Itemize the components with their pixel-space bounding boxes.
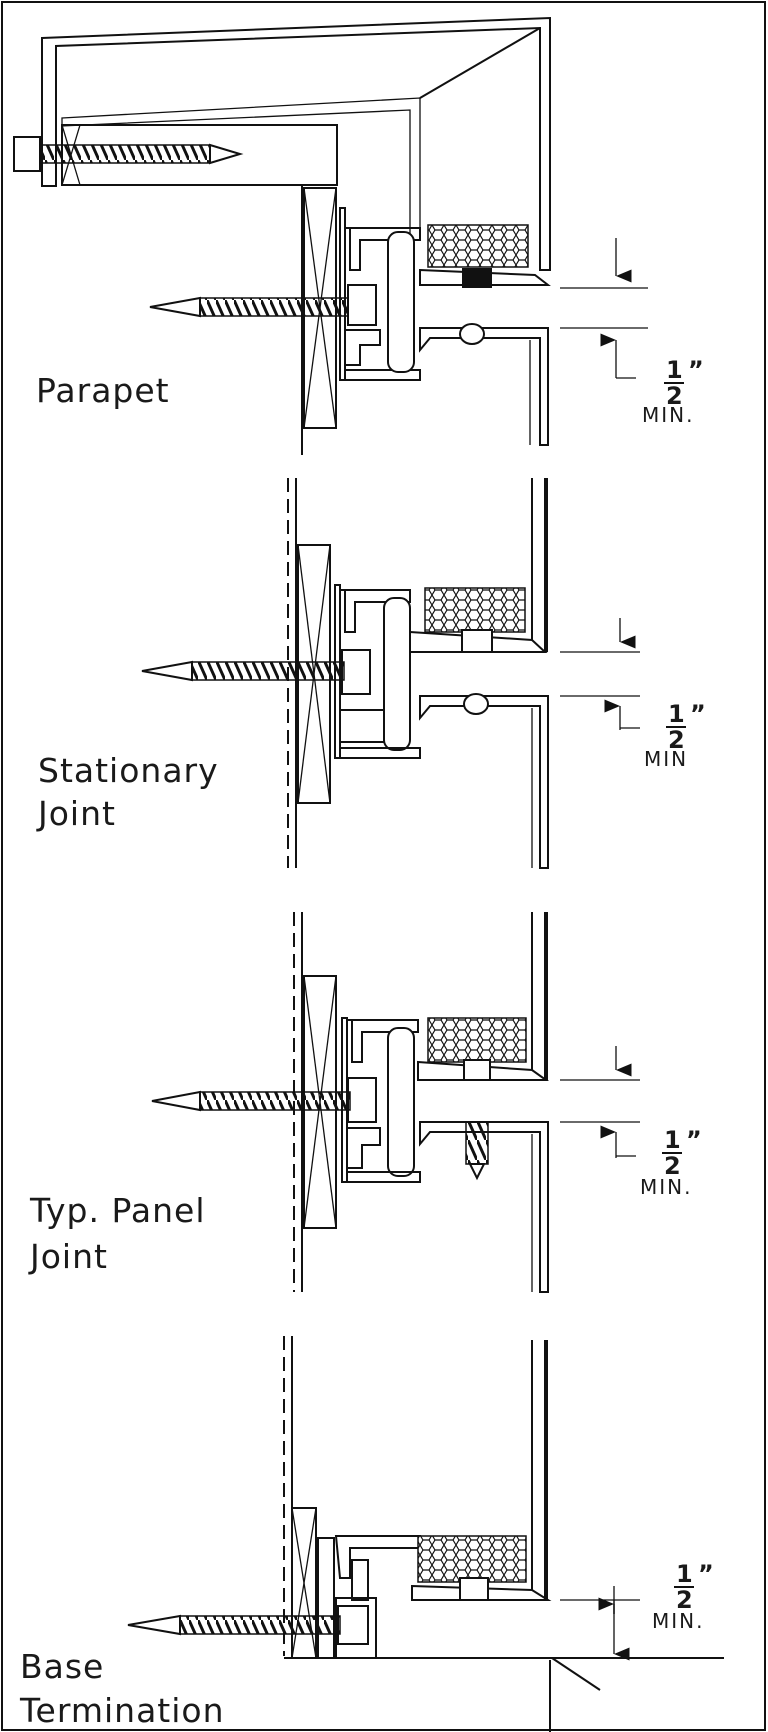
parapet-dim-den: 2 (666, 382, 683, 410)
stationary-label-line2: Joint (36, 794, 116, 833)
stationary-dim-inch: ” (690, 700, 706, 728)
parapet-label: Parapet (36, 371, 170, 410)
parapet-top-screw-head (13, 136, 41, 172)
parapet-top-screw (39, 144, 211, 164)
parapet-clip-upper (345, 227, 421, 271)
stationary-insulation (424, 587, 526, 633)
stationary-gasket (383, 597, 411, 751)
base-dim-inch: ” (698, 1560, 714, 1588)
typ-label-line1: Typ. Panel (29, 1191, 206, 1230)
stationary-panel-lower (419, 695, 549, 869)
typ-clip-upper (347, 1019, 419, 1063)
stationary-joint-detail (141, 478, 640, 869)
stationary-dim-num: 1 (668, 700, 685, 728)
base-dim-num: 1 (676, 1560, 693, 1588)
base-screw (179, 1615, 341, 1635)
typ-stitch-screw (465, 1121, 489, 1165)
parapet-coping-inner (61, 97, 421, 241)
parapet-insulation-upper (427, 224, 529, 268)
stationary-screw (191, 661, 345, 681)
stationary-clip-upper (340, 589, 411, 633)
parapet-screw (199, 297, 349, 317)
parapet-detail (13, 16, 648, 455)
stationary-dim-min: MIN (644, 747, 688, 771)
typ-dim-inch: ” (686, 1126, 702, 1154)
typ-screw (199, 1091, 351, 1111)
parapet-dim-min: MIN. (642, 403, 694, 427)
typ-dim-min: MIN. (640, 1175, 692, 1199)
parapet-gasket (387, 231, 415, 373)
parapet-panel-lower (419, 327, 549, 446)
parapet-dim-num: 1 (666, 356, 683, 384)
stationary-label-line1: Stationary (38, 751, 219, 790)
base-insulation (417, 1535, 527, 1583)
base-dim-den: 2 (676, 1586, 693, 1614)
typ-label-line2: Joint (28, 1237, 108, 1276)
parapet-dim-inch: ” (688, 356, 704, 384)
base-screw-head (337, 1605, 369, 1645)
base-label-line2: Termination (19, 1691, 225, 1730)
stationary-dim-den: 2 (668, 726, 685, 754)
base-dim-min: MIN. (652, 1609, 704, 1633)
typ-insulation (427, 1017, 527, 1063)
base-termination-detail (127, 1336, 724, 1732)
typ-gasket (387, 1027, 415, 1177)
typ-dim-num: 1 (664, 1126, 681, 1154)
base-clip (334, 1535, 421, 1579)
typ-panel-joint-detail (151, 912, 640, 1293)
base-label-line1: Base (20, 1647, 104, 1686)
typ-panel-lower (419, 1121, 549, 1293)
typ-dim-den: 2 (664, 1152, 681, 1180)
